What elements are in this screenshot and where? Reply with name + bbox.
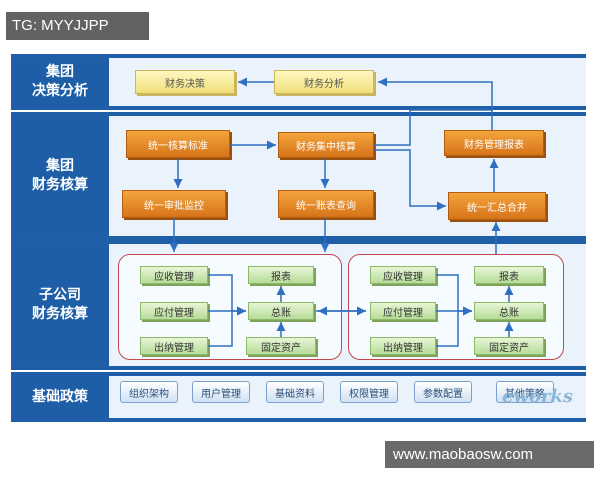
row-label-subsidiary: 子公司 财务核算 — [11, 244, 109, 366]
decision-box-finance-analysis: 财务分析 — [274, 70, 374, 94]
row-label-policy: 基础政策 — [11, 376, 109, 418]
g1-receivable: 应收管理 — [140, 266, 208, 284]
watermark-top: TG: MYYJJPP — [6, 12, 149, 40]
policy-org-structure: 组织架构 — [120, 381, 178, 403]
g1-ledger: 总账 — [248, 302, 314, 320]
policy-user-mgmt: 用户管理 — [192, 381, 250, 403]
g2-payable: 应付管理 — [370, 302, 436, 320]
eworks-logo: eworks — [502, 386, 574, 407]
box-unified-audit: 统一审批监控 — [122, 190, 226, 218]
box-mgmt-report: 财务管理报表 — [444, 130, 544, 156]
decision-box-finance-decision: 财务决策 — [135, 70, 235, 94]
g1-payable: 应付管理 — [140, 302, 208, 320]
g2-receivable: 应收管理 — [370, 266, 436, 284]
arrow-report-to-analysis — [378, 77, 493, 130]
policy-base-data: 基础资料 — [266, 381, 324, 403]
watermark-bottom: www.maobaosw.com — [385, 441, 594, 468]
arrow-central-to-report — [374, 109, 492, 146]
g1-cashier: 出纳管理 — [140, 337, 208, 355]
row-label-accounting: 集团 财务核算 — [11, 116, 109, 236]
row-label-decision: 集团 决策分析 — [11, 58, 109, 106]
g1-fixed-assets: 固定资产 — [246, 337, 316, 355]
box-unified-ledger-query: 统一账表查询 — [278, 190, 374, 218]
g2-cashier: 出纳管理 — [370, 337, 436, 355]
policy-permission-mgmt: 权限管理 — [340, 381, 398, 403]
policy-param-config: 参数配置 — [414, 381, 472, 403]
g2-fixed-assets: 固定资产 — [474, 337, 544, 355]
g2-report: 报表 — [474, 266, 544, 284]
arrow-central-to-consolidation — [374, 149, 446, 211]
policy-other-strategy: 其他策略 — [496, 381, 554, 403]
g2-ledger: 总账 — [474, 302, 544, 320]
box-unified-consolidation: 统一汇总合并 — [448, 192, 546, 220]
g1-report: 报表 — [248, 266, 314, 284]
box-unified-standard: 统一核算标准 — [126, 130, 230, 158]
box-central-accounting: 财务集中核算 — [278, 132, 374, 158]
